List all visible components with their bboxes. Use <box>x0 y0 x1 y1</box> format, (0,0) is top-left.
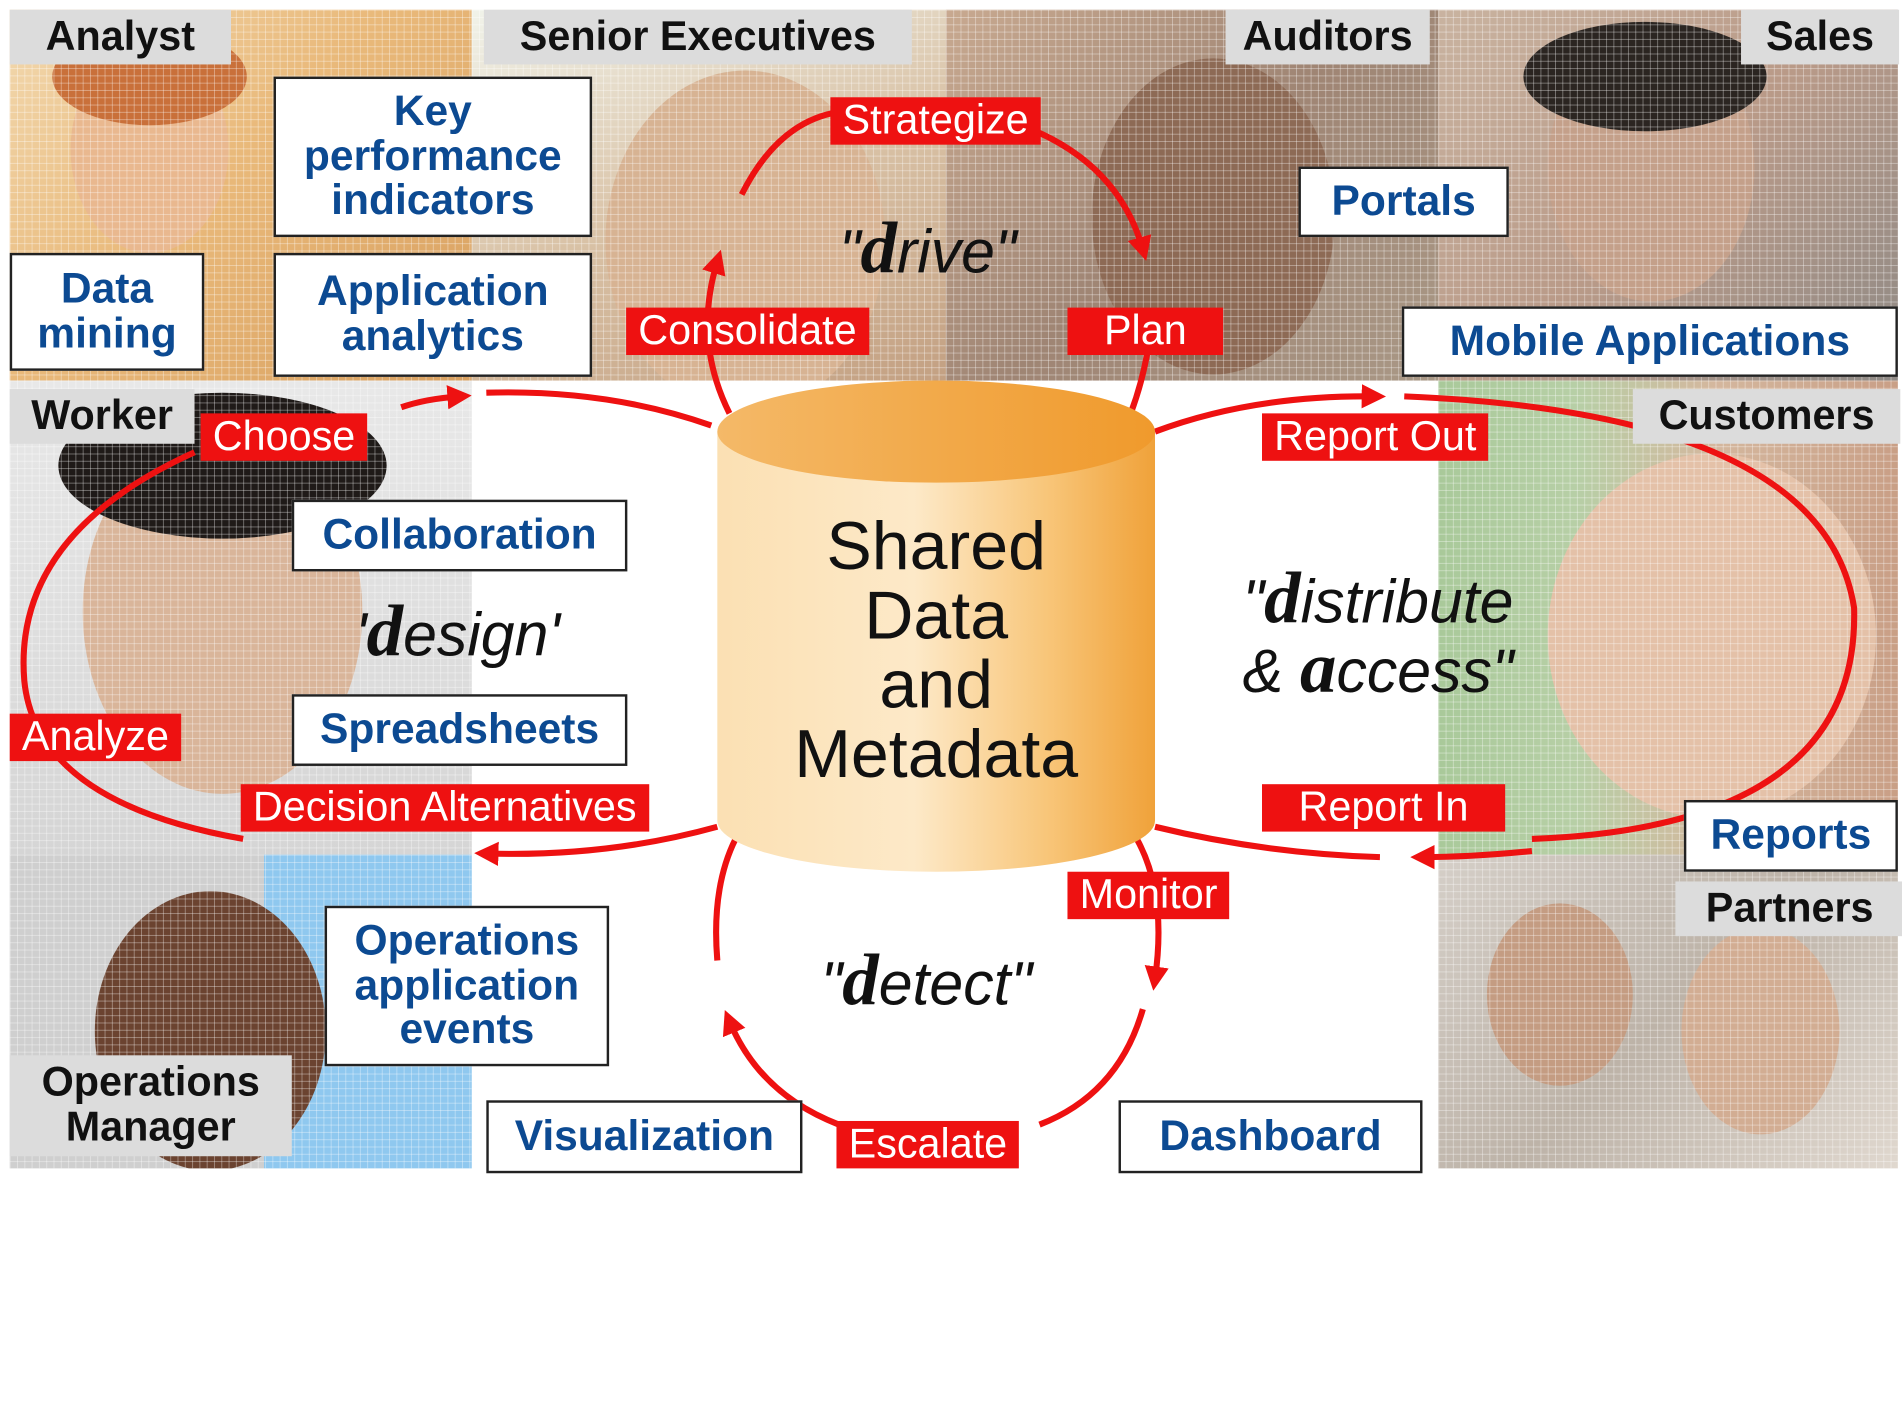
role-auditors: Auditors <box>1225 9 1430 65</box>
role-senior-executives: Senior Executives <box>483 9 912 65</box>
customer-photo <box>1438 380 1898 855</box>
cycle-name-drive-rest: rive" <box>896 217 1017 286</box>
design-cycle-arrow-choose <box>400 385 472 411</box>
cycle-name-distribute-open: " <box>1242 567 1265 636</box>
label-escalate: Escalate <box>836 1120 1020 1169</box>
box-application-analytics: Application analytics <box>273 252 593 377</box>
cycle-name-detect-initial: d <box>842 939 879 1021</box>
box-spreadsheets: Spreadsheets <box>291 694 628 766</box>
box-data-mining: Data mining <box>9 252 205 371</box>
cycle-name-design-rest: esign' <box>403 600 561 669</box>
label-strategize: Strategize <box>830 97 1041 146</box>
cycle-name-design-open: ' <box>355 600 367 669</box>
distribute-cycle-arrow-top <box>1153 384 1387 435</box>
design-cycle-arrow-bottom <box>474 823 719 867</box>
cycle-name-distribute-initial: d <box>1264 558 1301 639</box>
label-monitor: Monitor <box>1067 871 1230 920</box>
label-report-in: Report In <box>1262 784 1505 833</box>
center-label-line-1: Shared <box>826 506 1046 584</box>
drive-cycle-arrow-right <box>1026 124 1152 261</box>
box-collaboration: Collaboration <box>291 499 628 572</box>
design-cycle-arrow-outer <box>20 449 244 842</box>
worker-photo <box>9 380 472 855</box>
cycle-name-distribute-rest: istribute <box>1300 567 1514 636</box>
center-label-line-4: Metadata <box>794 715 1079 792</box>
cycle-name-detect-open: " <box>820 949 843 1018</box>
cycle-name-access-open: & <box>1242 637 1300 706</box>
drive-cycle-arrow-top <box>738 108 840 196</box>
cycle-name-access-rest: ccess" <box>1336 637 1514 706</box>
box-visualization: Visualization <box>486 1100 803 1174</box>
label-analyze: Analyze <box>9 713 182 762</box>
label-plan: Plan <box>1067 307 1224 356</box>
label-decision-alternatives: Decision Alternatives <box>240 784 649 833</box>
role-sales: Sales <box>1741 9 1900 65</box>
design-cycle-arrow-top <box>486 389 713 429</box>
cycle-name-access: & access" <box>1243 626 1514 710</box>
box-key-performance-indicators: Key performance indicators <box>273 76 593 238</box>
cycle-name-design: 'design' <box>355 590 560 674</box>
box-dashboard: Dashboard <box>1118 1100 1423 1174</box>
role-operations-manager: Operations Manager <box>9 1055 292 1156</box>
cycle-name-detect-rest: etect" <box>878 949 1033 1018</box>
distribute-cycle-arrow-in <box>1410 844 1533 870</box>
label-report-out: Report Out <box>1262 413 1489 462</box>
role-worker: Worker <box>9 389 195 445</box>
cycle-arrows <box>20 108 1858 1128</box>
box-mobile-applications: Mobile Applications <box>1401 306 1898 377</box>
box-operations-application-events: Operations application events <box>324 905 610 1067</box>
cycle-name-detect: "detect" <box>821 939 1032 1023</box>
cycle-name-drive-open: " <box>838 217 861 286</box>
cycle-name-distribute: "distribute <box>1243 557 1514 641</box>
box-portals: Portals <box>1298 166 1509 238</box>
cycle-name-access-initial: a <box>1299 627 1337 708</box>
detect-cycle-arrow-bottom <box>722 1010 840 1128</box>
cycle-name-drive: "drive" <box>839 207 1017 291</box>
role-customers: Customers <box>1632 389 1901 445</box>
role-analyst: Analyst <box>9 9 232 65</box>
role-partners: Partners <box>1675 881 1902 937</box>
center-label: Shared Data and Metadata <box>729 506 1142 792</box>
label-choose: Choose <box>200 413 368 462</box>
distribute-cycle-arrow-bottom <box>1154 823 1381 861</box>
label-consolidate: Consolidate <box>626 307 869 356</box>
database-cylinder-icon <box>717 380 1156 872</box>
box-reports: Reports <box>1683 799 1898 872</box>
detect-cycle-arrow-lower-right <box>1038 1008 1146 1128</box>
cycle-name-drive-initial: d <box>860 207 897 289</box>
cycle-name-design-initial: d <box>366 590 404 672</box>
detect-cycle-arrow-left <box>713 837 739 961</box>
center-label-line-2: Data <box>864 576 1009 654</box>
center-label-line-3: and <box>879 645 993 723</box>
